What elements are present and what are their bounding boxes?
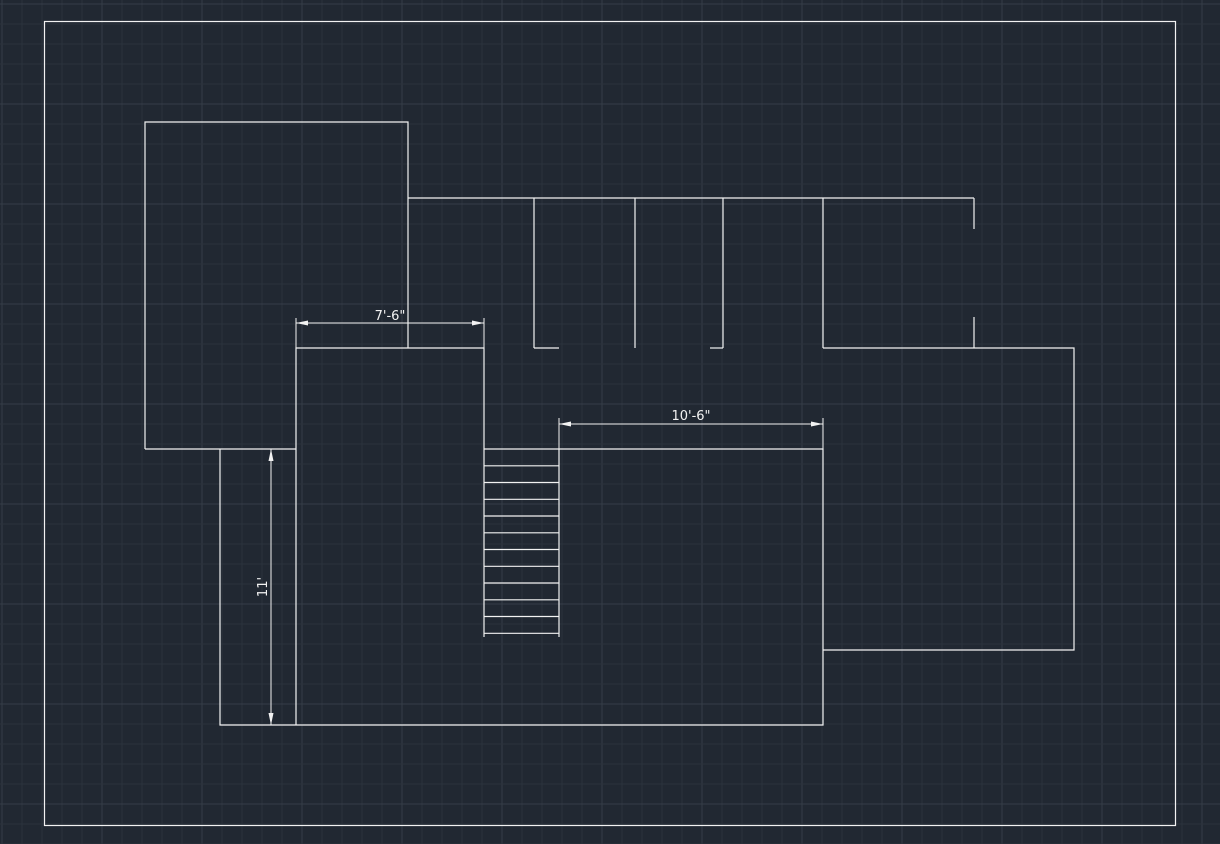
room-lower — [219, 448, 824, 726]
dimension-left-height: 11' — [256, 449, 274, 725]
floor-plan — [144, 121, 1075, 726]
dimension-middle-width: 10'-6" — [558, 409, 824, 449]
dimension-top-width: 7'-6" — [295, 309, 485, 348]
room-central — [295, 347, 485, 725]
dimension-label-left: 11' — [256, 577, 271, 597]
dimension-label-top: 7'-6" — [375, 309, 406, 324]
room-right — [823, 347, 1075, 651]
drawing-border — [43, 20, 1177, 827]
dimension-label-middle: 10'-6" — [671, 409, 710, 424]
staircase — [484, 448, 560, 637]
room-upper-left — [144, 121, 409, 449]
